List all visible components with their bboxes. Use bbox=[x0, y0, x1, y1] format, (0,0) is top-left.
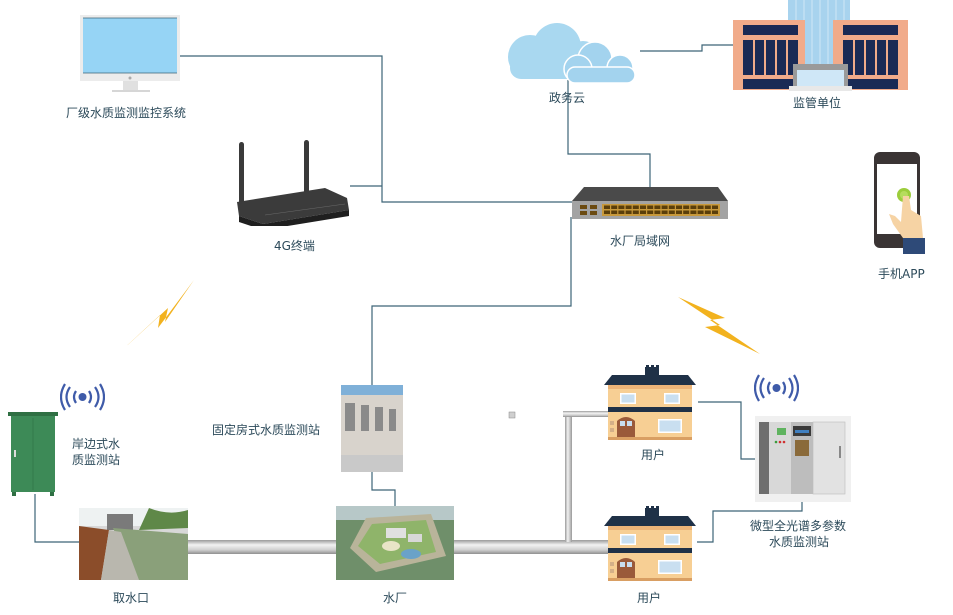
edge-fixed-station-to-plant bbox=[371, 472, 396, 507]
edge-monitor-to-lan bbox=[180, 55, 575, 203]
switch-port bbox=[640, 210, 646, 214]
smartphone-touch-icon bbox=[874, 152, 925, 254]
pipe-cap bbox=[508, 411, 516, 419]
router-icon bbox=[237, 140, 349, 230]
pipe-riser bbox=[565, 412, 572, 542]
water-plant[interactable] bbox=[336, 506, 454, 580]
shore-station-label-line2: 质监测站 bbox=[72, 453, 121, 467]
mobile-app[interactable] bbox=[873, 150, 929, 255]
plant-aerial-icon bbox=[336, 506, 454, 580]
switch-port bbox=[704, 205, 711, 209]
water-intake[interactable] bbox=[79, 508, 188, 580]
office-building-icon bbox=[733, 0, 908, 91]
edge-lan-to-fixed-station bbox=[371, 217, 572, 386]
switch-port bbox=[683, 210, 690, 214]
shore-station-label-line1: 岸边式水 bbox=[72, 437, 121, 451]
mobile-app-label: 手机APP bbox=[878, 267, 925, 281]
fixed-station-label: 固定房式水质监测站 bbox=[212, 423, 321, 437]
shore-station[interactable] bbox=[8, 412, 58, 496]
micro-station-label-line2: 水质监测站 bbox=[769, 535, 830, 549]
switch-port bbox=[618, 205, 625, 209]
switch-port bbox=[712, 205, 718, 209]
switch-port bbox=[632, 210, 639, 214]
pipe-plant-to-users bbox=[453, 540, 613, 554]
regulator-label: 监管单位 bbox=[793, 96, 842, 110]
gov-cloud[interactable] bbox=[495, 17, 645, 89]
user-bottom[interactable] bbox=[602, 506, 698, 582]
plant-lan-label: 水厂局域网 bbox=[610, 234, 671, 248]
switch-port bbox=[632, 205, 639, 209]
plant-monitor-system[interactable] bbox=[80, 15, 180, 95]
switch-port bbox=[697, 210, 704, 214]
wifi-signal-icon bbox=[59, 383, 106, 411]
switch-port bbox=[668, 205, 675, 209]
switch-port bbox=[676, 210, 682, 214]
user-top-label: 用户 bbox=[641, 448, 666, 462]
switch-port bbox=[661, 205, 668, 209]
house-icon bbox=[604, 506, 696, 581]
switch-port bbox=[697, 205, 704, 209]
switch-port bbox=[625, 205, 632, 209]
plant-lan[interactable] bbox=[570, 186, 732, 222]
terminal-4g-label: 4G终端 bbox=[274, 239, 315, 253]
monitor-icon bbox=[80, 15, 180, 92]
terminal-4g[interactable] bbox=[235, 138, 355, 230]
edge-cloud-to-lan bbox=[567, 80, 651, 188]
switch-port bbox=[604, 205, 610, 209]
edge-shore-to-intake bbox=[34, 494, 80, 543]
switch-port bbox=[611, 210, 618, 214]
intake-photo-icon bbox=[79, 508, 188, 580]
lightning-icon bbox=[678, 297, 760, 354]
pipe-intake-to-plant bbox=[187, 540, 337, 554]
switch-port bbox=[604, 210, 610, 214]
cabinet-icon bbox=[8, 412, 58, 496]
switch-port bbox=[611, 205, 618, 209]
gov-cloud-label: 政务云 bbox=[549, 91, 586, 105]
switch-port bbox=[625, 210, 632, 214]
switch-port bbox=[654, 210, 661, 214]
fixed-station[interactable] bbox=[341, 385, 403, 472]
house-icon bbox=[604, 365, 696, 440]
switch-port bbox=[647, 205, 654, 209]
switch-port bbox=[661, 210, 668, 214]
pipe-branch-top bbox=[563, 411, 608, 417]
water-plant-label: 水厂 bbox=[383, 591, 408, 605]
switch-port bbox=[654, 205, 661, 209]
switch-port bbox=[690, 210, 697, 214]
user-bottom-label: 用户 bbox=[637, 591, 662, 605]
cloud-icon bbox=[508, 23, 636, 84]
signal-shore bbox=[59, 382, 106, 412]
edge-user-top-to-micro bbox=[698, 401, 757, 460]
micro-station[interactable] bbox=[755, 416, 851, 502]
micro-station-label-line1: 微型全光谱多参数 bbox=[750, 519, 847, 533]
plant-monitor-system-label: 厂级水质监测监控系统 bbox=[66, 106, 187, 120]
switch-port bbox=[704, 210, 711, 214]
switch-port bbox=[712, 210, 718, 214]
switch-port bbox=[618, 210, 625, 214]
user-top[interactable] bbox=[602, 365, 698, 441]
switch-port bbox=[683, 205, 690, 209]
switch-port bbox=[668, 210, 675, 214]
switch-port bbox=[676, 205, 682, 209]
switch-port bbox=[690, 205, 697, 209]
wifi-signal-icon bbox=[753, 374, 800, 402]
station-photo-icon bbox=[341, 385, 403, 472]
regulator[interactable] bbox=[733, 0, 908, 92]
lightning-icon bbox=[120, 280, 194, 352]
network-switch-icon bbox=[572, 187, 728, 219]
edge-cloud-to-regulator bbox=[640, 44, 735, 52]
water-intake-label: 取水口 bbox=[113, 591, 150, 605]
switch-port bbox=[640, 205, 646, 209]
micro-cabinet-icon bbox=[755, 416, 851, 502]
signal-micro bbox=[753, 373, 800, 403]
switch-port bbox=[647, 210, 654, 214]
edge-micro-to-user-bottom bbox=[697, 502, 803, 543]
